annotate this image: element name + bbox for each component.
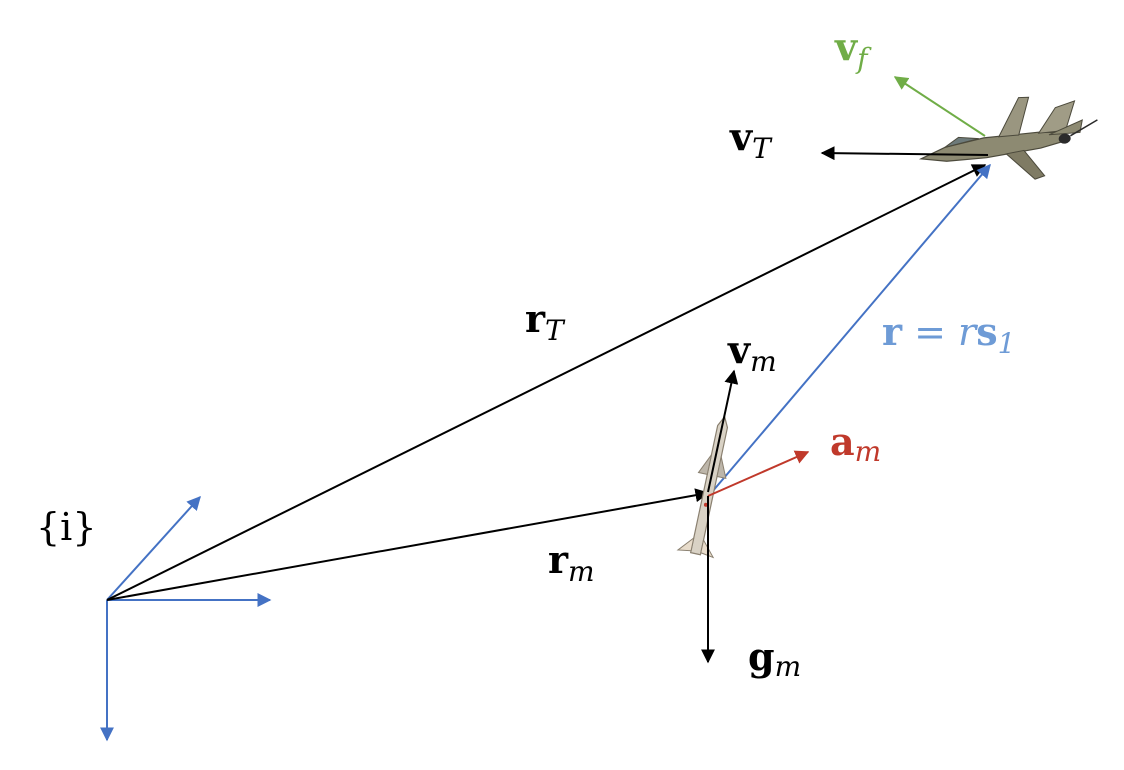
- a-m-vector: [707, 450, 810, 497]
- los-vector: [711, 163, 991, 493]
- fighter-jet-icon: [918, 96, 1098, 180]
- r-m-label: rm: [548, 537, 595, 588]
- v-f-vector: [893, 76, 986, 137]
- v-f-label: vf: [834, 24, 872, 75]
- v-T-vector: [820, 146, 989, 161]
- v-m-vector: [707, 369, 739, 493]
- frame-label: {i}: [36, 505, 97, 549]
- r-T-label: rT: [525, 296, 566, 347]
- v-T-label: vT: [729, 114, 773, 165]
- r-T-vector: [106, 164, 987, 601]
- los-label: r = rs1: [882, 309, 1015, 360]
- inertial-frame-axes: [100, 495, 272, 742]
- v-m-label: vm: [727, 327, 777, 378]
- frame-axis-diag: [106, 495, 201, 601]
- a-m-label: am: [830, 419, 881, 468]
- g-m-label: gm: [748, 634, 801, 683]
- r-m-vector: [106, 488, 710, 601]
